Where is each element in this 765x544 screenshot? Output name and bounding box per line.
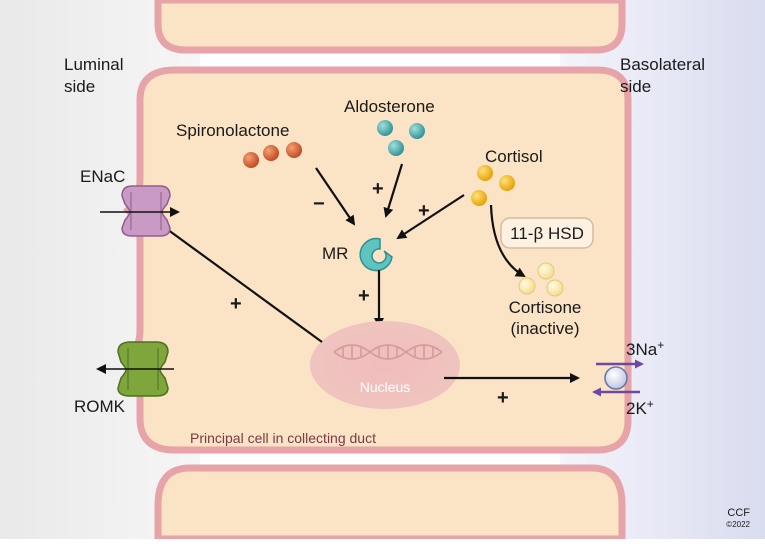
sodium-ion-label: 3Na+ [626, 338, 664, 359]
cortisone-molecule [518, 277, 536, 295]
nucleus-to-enac-arrow [158, 222, 323, 343]
spironolactone-inhibit-sign: − [313, 193, 325, 215]
cell-caption: Principal cell in collecting duct [190, 430, 376, 446]
aldosterone-label: Aldosterone [344, 97, 435, 116]
mr-nucleus-plus-sign: + [358, 285, 370, 307]
aldosterone-molecule [409, 123, 425, 139]
enac-channel-icon [121, 185, 171, 237]
spironolactone-molecule [263, 145, 279, 161]
nucleus [310, 321, 460, 409]
cortisol-to-mr-arrow [396, 194, 465, 240]
cortisol-to-cortisone-arrow [489, 204, 526, 278]
cortisone-label: Cortisone [509, 298, 582, 317]
spironolactone-to-mr-arrow [315, 167, 356, 226]
spironolactone-molecule [243, 152, 259, 168]
cortisol-molecule [499, 175, 515, 191]
cortisol-label: Cortisol [485, 147, 543, 166]
aldosterone-molecule [388, 140, 404, 156]
spironolactone-label: Spironolactone [176, 121, 289, 140]
mineralocorticoid-receptor [359, 237, 393, 272]
spironolactone-molecule [286, 142, 302, 158]
upper-neighbor-cell [154, 0, 626, 54]
nucleus-pump-plus-sign: + [497, 387, 509, 409]
dna-helix-icon [333, 344, 443, 360]
nucleus-enac-plus-sign: + [230, 293, 242, 315]
romk-label: ROMK [74, 397, 126, 416]
cortisol-molecule [471, 190, 487, 206]
basolateral-side-label-2: side [620, 77, 651, 96]
luminal-side-label-1: Luminal [64, 55, 124, 74]
ccf-credit: CCF [727, 507, 750, 519]
hsd-enzyme-box [500, 217, 594, 249]
aldosterone-plus-sign: + [372, 178, 384, 200]
na-k-atpase-pump-icon [604, 366, 628, 390]
cortisone-molecule [546, 279, 564, 297]
cortisol-plus-sign: + [418, 200, 430, 222]
nucleus-label: Nucleus [360, 379, 411, 395]
potassium-ion-label: 2K+ [626, 397, 654, 418]
mr-label: MR [322, 244, 348, 263]
lower-neighbor-cell [154, 464, 626, 543]
aldosterone-molecule [377, 120, 393, 136]
ccf-year: ©2022 [726, 520, 750, 529]
basolateral-side-label-1: Basolateral [620, 55, 705, 74]
cortisone-molecule [537, 262, 555, 280]
aldosterone-to-mr-arrow [383, 163, 404, 218]
cortisone-inactive-label: (inactive) [511, 319, 580, 338]
luminal-side-label-2: side [64, 77, 95, 96]
hsd-enzyme-label: 11-β HSD [510, 224, 584, 243]
cortisol-molecule [477, 165, 493, 181]
enac-label: ENaC [80, 167, 125, 186]
